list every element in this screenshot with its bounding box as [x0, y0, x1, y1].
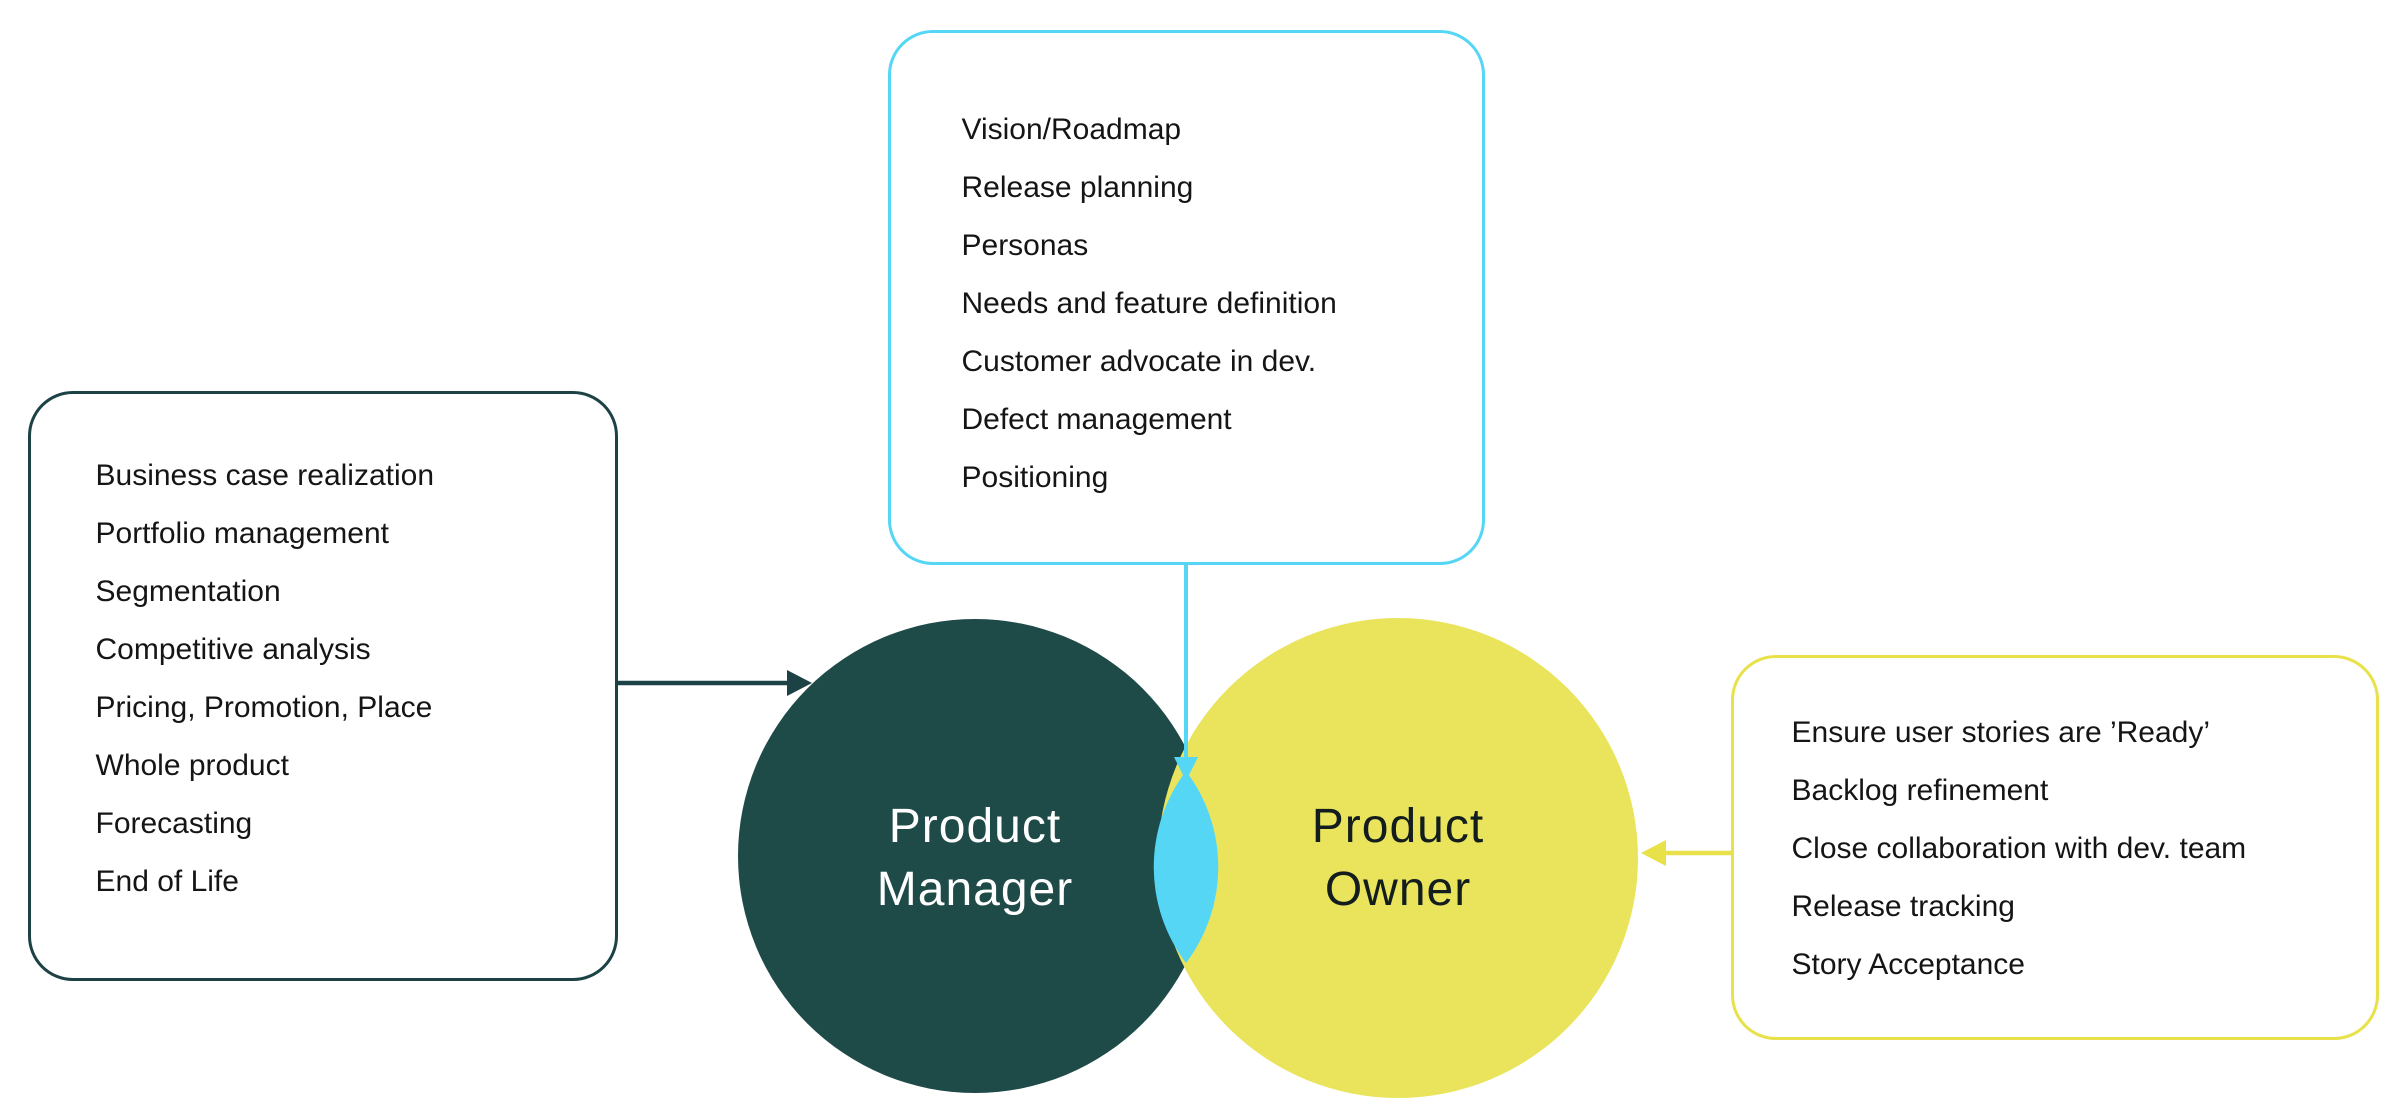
task-item: Forecasting — [95, 806, 253, 840]
task-item: Pricing, Promotion, Place — [95, 690, 433, 724]
product-owner-label: Product Owner — [1198, 795, 1598, 921]
task-item: Backlog refinement — [1791, 773, 2049, 807]
product-manager-label: Product Manager — [775, 795, 1175, 921]
product-owner-tasks-box: Ensure user stories are ’Ready’ Backlog … — [1731, 655, 2379, 1040]
task-item: Whole product — [95, 748, 289, 782]
task-item: Customer advocate in dev. — [961, 344, 1317, 378]
task-item: Release tracking — [1791, 889, 2015, 923]
product-owner-label-line2: Owner — [1324, 863, 1472, 916]
product-manager-circle — [738, 619, 1212, 1093]
task-item: Defect management — [961, 402, 1232, 436]
task-item: End of Life — [95, 864, 239, 898]
task-item: Portfolio management — [95, 516, 390, 550]
task-item: Close collaboration with dev. team — [1791, 831, 2247, 865]
task-item: Segmentation — [95, 574, 281, 608]
pm-connector-arrow — [616, 670, 812, 696]
task-item: Personas — [961, 228, 1089, 262]
po-connector-arrow — [1641, 840, 1732, 866]
task-item: Vision/Roadmap — [961, 112, 1182, 146]
product-manager-tasks-box: Business case realization Portfolio mana… — [28, 391, 618, 981]
shared-arrowhead-icon — [1174, 757, 1198, 781]
task-item: Ensure user stories are ’Ready’ — [1791, 715, 2211, 749]
product-owner-circle — [1158, 618, 1638, 1098]
product-owner-label-line1: Product — [1311, 800, 1485, 853]
product-manager-label-line2: Manager — [876, 863, 1074, 916]
shared-tasks-box: Vision/Roadmap Release planning Personas… — [888, 30, 1485, 565]
shared-connector-arrow — [1174, 563, 1198, 781]
task-item: Competitive analysis — [95, 632, 371, 666]
task-item: Release planning — [961, 170, 1194, 204]
task-item: Positioning — [961, 460, 1109, 494]
product-manager-label-line1: Product — [888, 800, 1062, 853]
po-arrowhead-icon — [1641, 840, 1666, 866]
overlap-lens — [1153, 771, 1219, 963]
pm-arrowhead-icon — [787, 670, 812, 696]
task-item: Story Acceptance — [1791, 947, 2025, 981]
task-item: Needs and feature definition — [961, 286, 1337, 320]
task-item: Business case realization — [95, 458, 435, 492]
